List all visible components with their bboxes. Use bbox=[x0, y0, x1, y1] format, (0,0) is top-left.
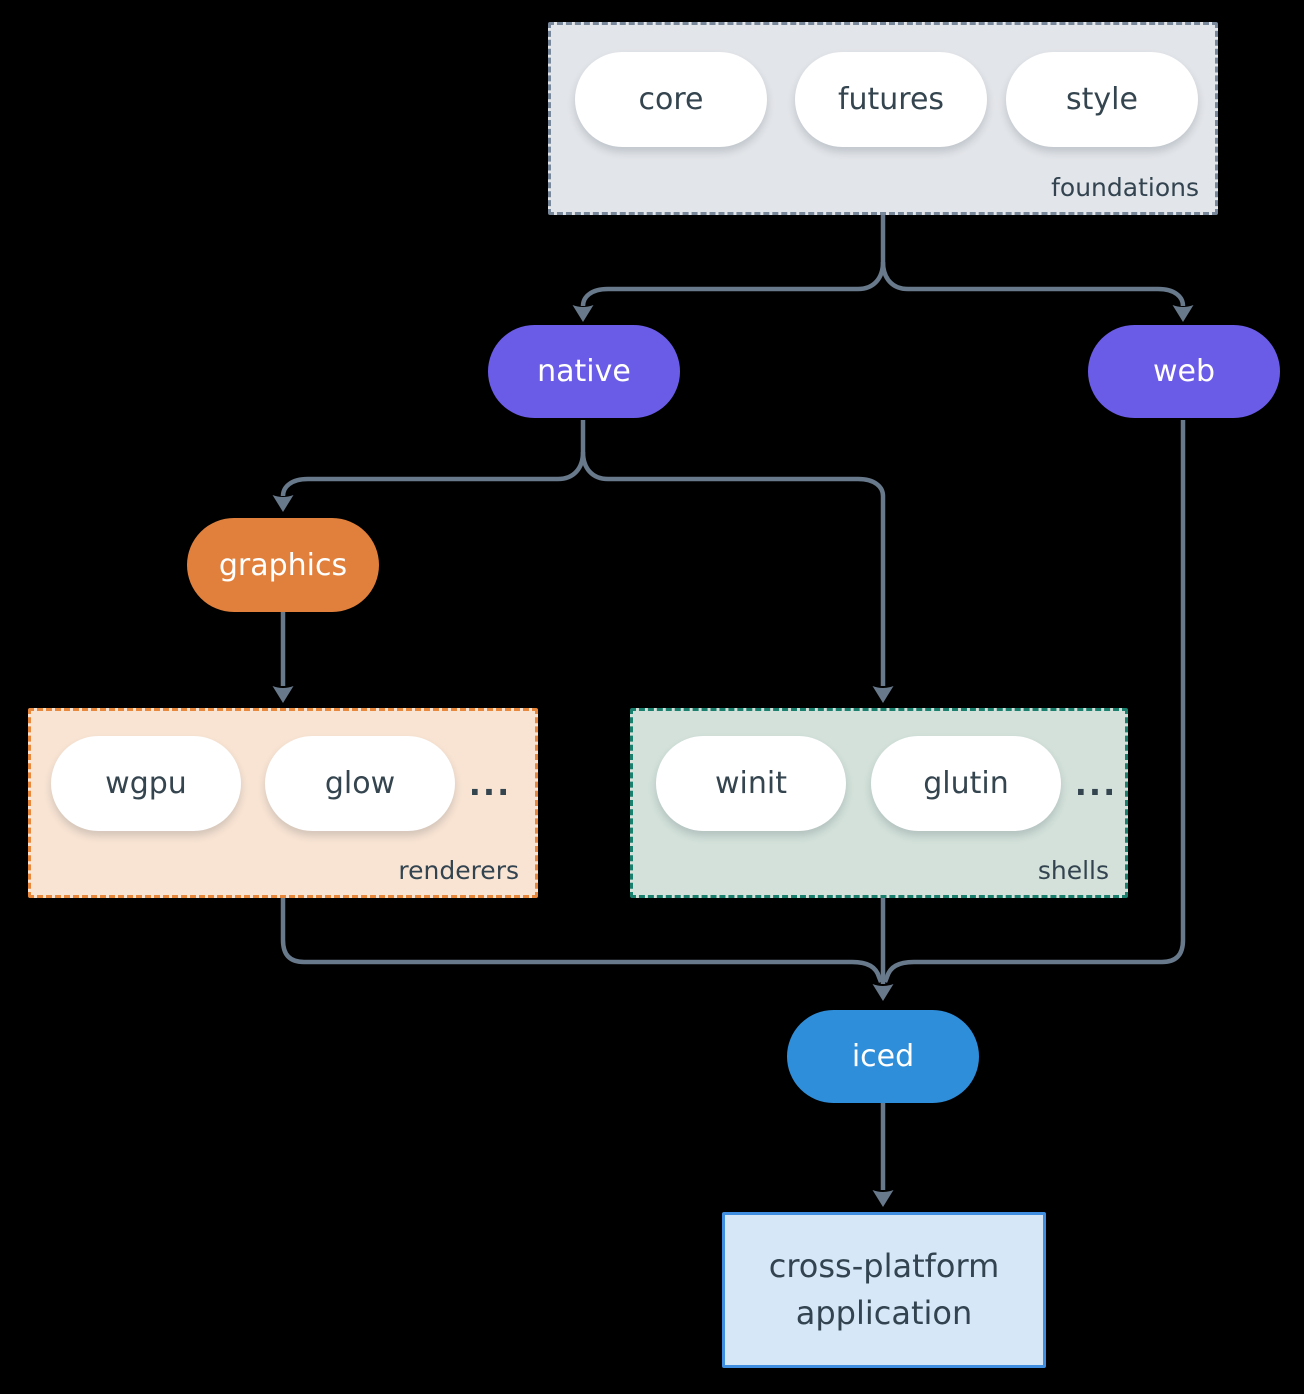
pill-winit: winit bbox=[656, 736, 846, 831]
pill-futures: futures bbox=[795, 52, 987, 147]
arrow-native-to-shells bbox=[580, 451, 886, 686]
arrowhead-application bbox=[872, 1190, 894, 1207]
application-box: cross-platform application bbox=[722, 1212, 1046, 1368]
pill-core: core bbox=[575, 52, 767, 147]
shells-group: winit glutin ... shells bbox=[630, 708, 1128, 898]
renderers-ellipsis: ... bbox=[468, 764, 512, 803]
shells-label: shells bbox=[1037, 856, 1109, 885]
foundations-group: core futures style foundations bbox=[548, 22, 1218, 215]
arrow-foundations-to-native bbox=[580, 215, 886, 307]
iced-node: iced bbox=[787, 1010, 979, 1103]
native-node: native bbox=[488, 325, 680, 418]
arrow-foundations-to-web bbox=[880, 261, 1186, 307]
web-node: web bbox=[1088, 325, 1280, 418]
shells-ellipsis: ... bbox=[1074, 764, 1118, 803]
foundations-label: foundations bbox=[1051, 173, 1199, 202]
application-label-line1: cross-platform bbox=[768, 1247, 1000, 1285]
arrowhead-web bbox=[1172, 305, 1194, 322]
pill-wgpu: wgpu bbox=[51, 736, 241, 831]
arrowhead-shells bbox=[872, 686, 894, 703]
renderers-group: wgpu glow ... renderers bbox=[28, 708, 538, 898]
pill-style: style bbox=[1006, 52, 1198, 147]
pill-glutin: glutin bbox=[871, 736, 1061, 831]
graphics-node: graphics bbox=[187, 518, 379, 612]
arrow-renderers-to-iced bbox=[280, 898, 884, 983]
arrow-native-to-graphics bbox=[280, 420, 586, 497]
renderers-label: renderers bbox=[398, 856, 519, 885]
arrowhead-iced bbox=[872, 984, 894, 1001]
arrowhead-graphics bbox=[272, 495, 294, 512]
arrowhead-renderers bbox=[272, 686, 294, 703]
application-label-line2: application bbox=[795, 1294, 973, 1332]
pill-glow: glow bbox=[265, 736, 455, 831]
arrowhead-native bbox=[572, 305, 594, 322]
arrow-web-to-iced bbox=[882, 420, 1186, 983]
